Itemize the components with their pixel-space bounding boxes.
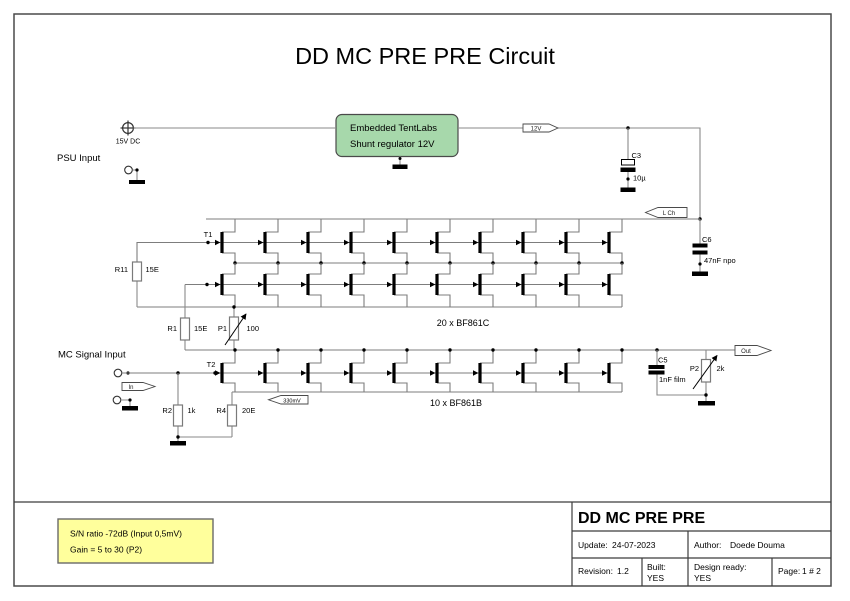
input-stage-ground [170,435,232,446]
c6-value: 47nF npo [704,256,736,265]
flag-330mv: 330mV [267,395,309,405]
built-label: Built: [647,562,666,572]
psu-ground-terminal [124,165,145,184]
upper-array-label: 20 x BF861C [437,318,490,328]
revision-value: 1.2 [617,566,629,576]
flag-in-label: In [128,385,133,391]
r2-value: 1k [188,406,196,415]
psu-input-label: PSU Input [57,153,101,164]
p1-name: P1 [218,324,227,333]
lower-jfet-array: T2 10 x BF861B [122,347,625,408]
note-line2: Gain = 5 to 30 (P2) [70,545,142,555]
upper-gate-rail-1 [136,241,609,262]
capacitor-c5: C5 1nF film [648,350,706,396]
update-label: Update: [578,540,608,550]
r1-name: R1 [167,324,177,333]
page-value: 1 # 2 [802,566,821,576]
r11-name: R11 [115,265,128,274]
author-value: Doede Douma [730,540,785,550]
resistor-r11: R11 15E [115,261,159,307]
regulator-box: Embedded TentLabs Shunt regulator 12V [335,113,459,169]
flag-12v: 12V [522,123,560,133]
page-frame [13,13,832,587]
flag-330mv-label: 330mV [283,398,301,404]
capacitor-c3: C3 10µ [620,128,646,192]
note-box: S/N ratio -72dB (Input 0,5mV) Gain = 5 t… [57,518,214,564]
page-label: Page: [778,566,800,576]
t1-label: T1 [204,230,213,239]
lower-array-label: 10 x BF861B [430,398,482,408]
c3-name: C3 [632,151,642,160]
page-title: DD MC PRE PRE Circuit [295,43,555,69]
resistor-r1: R1 15E [167,284,207,350]
revision-label: Revision: [578,566,613,576]
c5-value: 1nF film [659,375,686,384]
trimmer-p1: P1 100 [218,305,259,350]
mc-ground-terminal [112,395,138,411]
flag-out: Out [734,345,773,356]
upper-jfet-array: T1 20 x BF861C [136,218,700,328]
design-ready-value: YES [694,573,711,583]
c5-name: C5 [658,356,668,365]
flag-l-ch-label: L Ch [663,211,675,217]
wire-12v-rail [458,127,701,219]
note-line1: S/N ratio -72dB (Input 0,5mV) [70,529,182,539]
c6-name: C6 [702,235,712,244]
p2-value: 2k [717,364,725,373]
flag-12v-label: 12V [531,126,542,132]
title-block-title: DD MC PRE PRE [578,510,705,527]
resistor-r4: R4 20E [216,392,255,437]
note-box-shape [57,518,214,564]
mc-signal-input-label: MC Signal Input [58,350,126,361]
author-label: Author: [694,540,721,550]
t2-label: T2 [207,360,216,369]
trimmer-p2: P2 2k [690,350,725,406]
flag-in: In [121,382,157,391]
p2-name: P2 [690,364,699,373]
regulator-line1: Embedded TentLabs [350,123,437,134]
r11-value: 15E [146,265,159,274]
p1-value: 100 [247,324,260,333]
power-source-label: 15V DC [116,139,141,146]
design-ready-label: Design ready: [694,562,746,572]
built-value: YES [647,573,664,583]
c3-value: 10µ [633,174,646,183]
regulator-box-shape [335,113,459,158]
r2-name: R2 [162,406,172,415]
resistor-r2: R2 1k [162,373,196,437]
power-source-symbol [120,120,136,136]
r4-name: R4 [216,406,226,415]
flag-l-ch: L Ch [644,207,688,218]
regulator-line2: Shunt regulator 12V [350,139,435,150]
title-block: DD MC PRE PRE Update: 24-07-2023 Author:… [571,502,831,586]
r1-value: 15E [194,324,207,333]
r4-value: 20E [242,406,255,415]
update-value: 24-07-2023 [612,540,656,550]
capacitor-c6: C6 47nF npo [692,219,736,276]
flag-out-label: Out [741,349,751,355]
